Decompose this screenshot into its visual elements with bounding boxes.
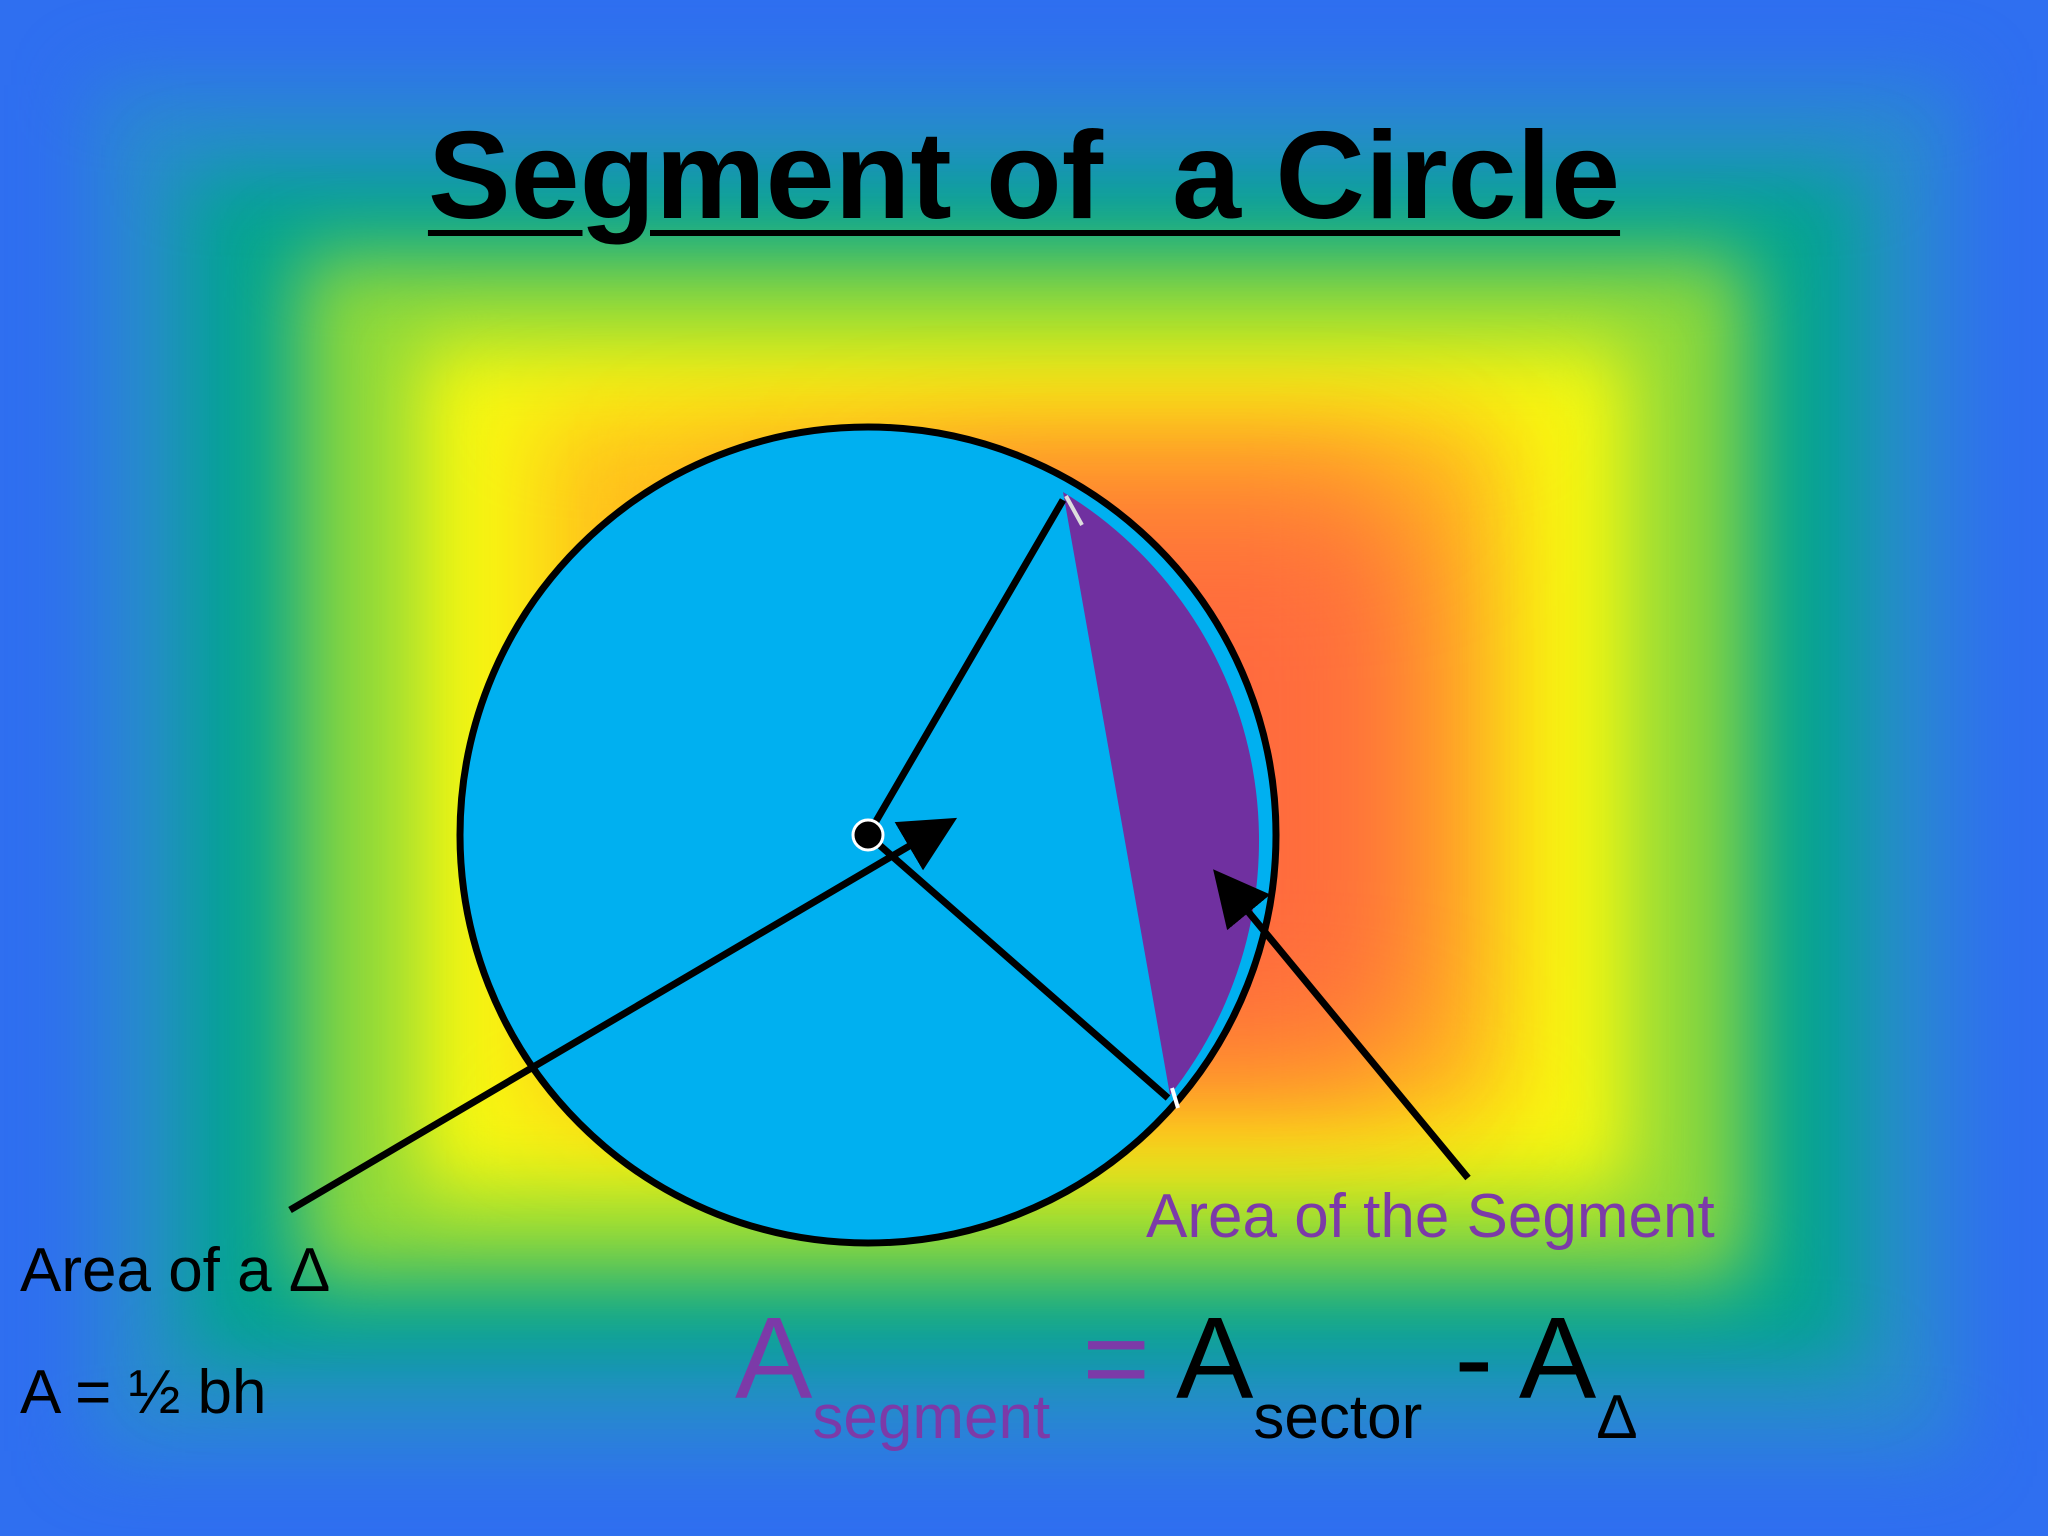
segment-area-formula: Asegment = Asector - AΔ [735, 1300, 1638, 1449]
formula-segment-main: A [735, 1293, 813, 1423]
formula-sector-sub: sector [1253, 1383, 1423, 1452]
chord-endpoint-mark [1170, 1087, 1180, 1109]
formula-segment-sub: segment [812, 1383, 1051, 1452]
circle-outline [456, 423, 1280, 1247]
formula-triangle-main: A [1518, 1293, 1597, 1423]
formula-minus: - [1422, 1293, 1519, 1423]
center-point [851, 818, 885, 852]
slide-title: Segment of a Circle [427, 107, 1621, 245]
segment-region [1063, 492, 1260, 1095]
segment-area-label: Area of the Segment [1146, 1182, 1715, 1251]
formula-equals: = [1050, 1293, 1176, 1423]
radius-line [865, 832, 1171, 1101]
formula-sector-main: A [1176, 1293, 1254, 1423]
segment-arrow [1213, 869, 1471, 1181]
triangle-area-formula: A = ½ bh [20, 1358, 267, 1427]
triangle-area-label: Area of a Δ [20, 1236, 331, 1305]
chord-endpoint-mark [1064, 495, 1084, 526]
formula-triangle-sub: Δ [1596, 1383, 1638, 1452]
radius-line [864, 498, 1067, 837]
triangle-arrow [288, 817, 958, 1214]
